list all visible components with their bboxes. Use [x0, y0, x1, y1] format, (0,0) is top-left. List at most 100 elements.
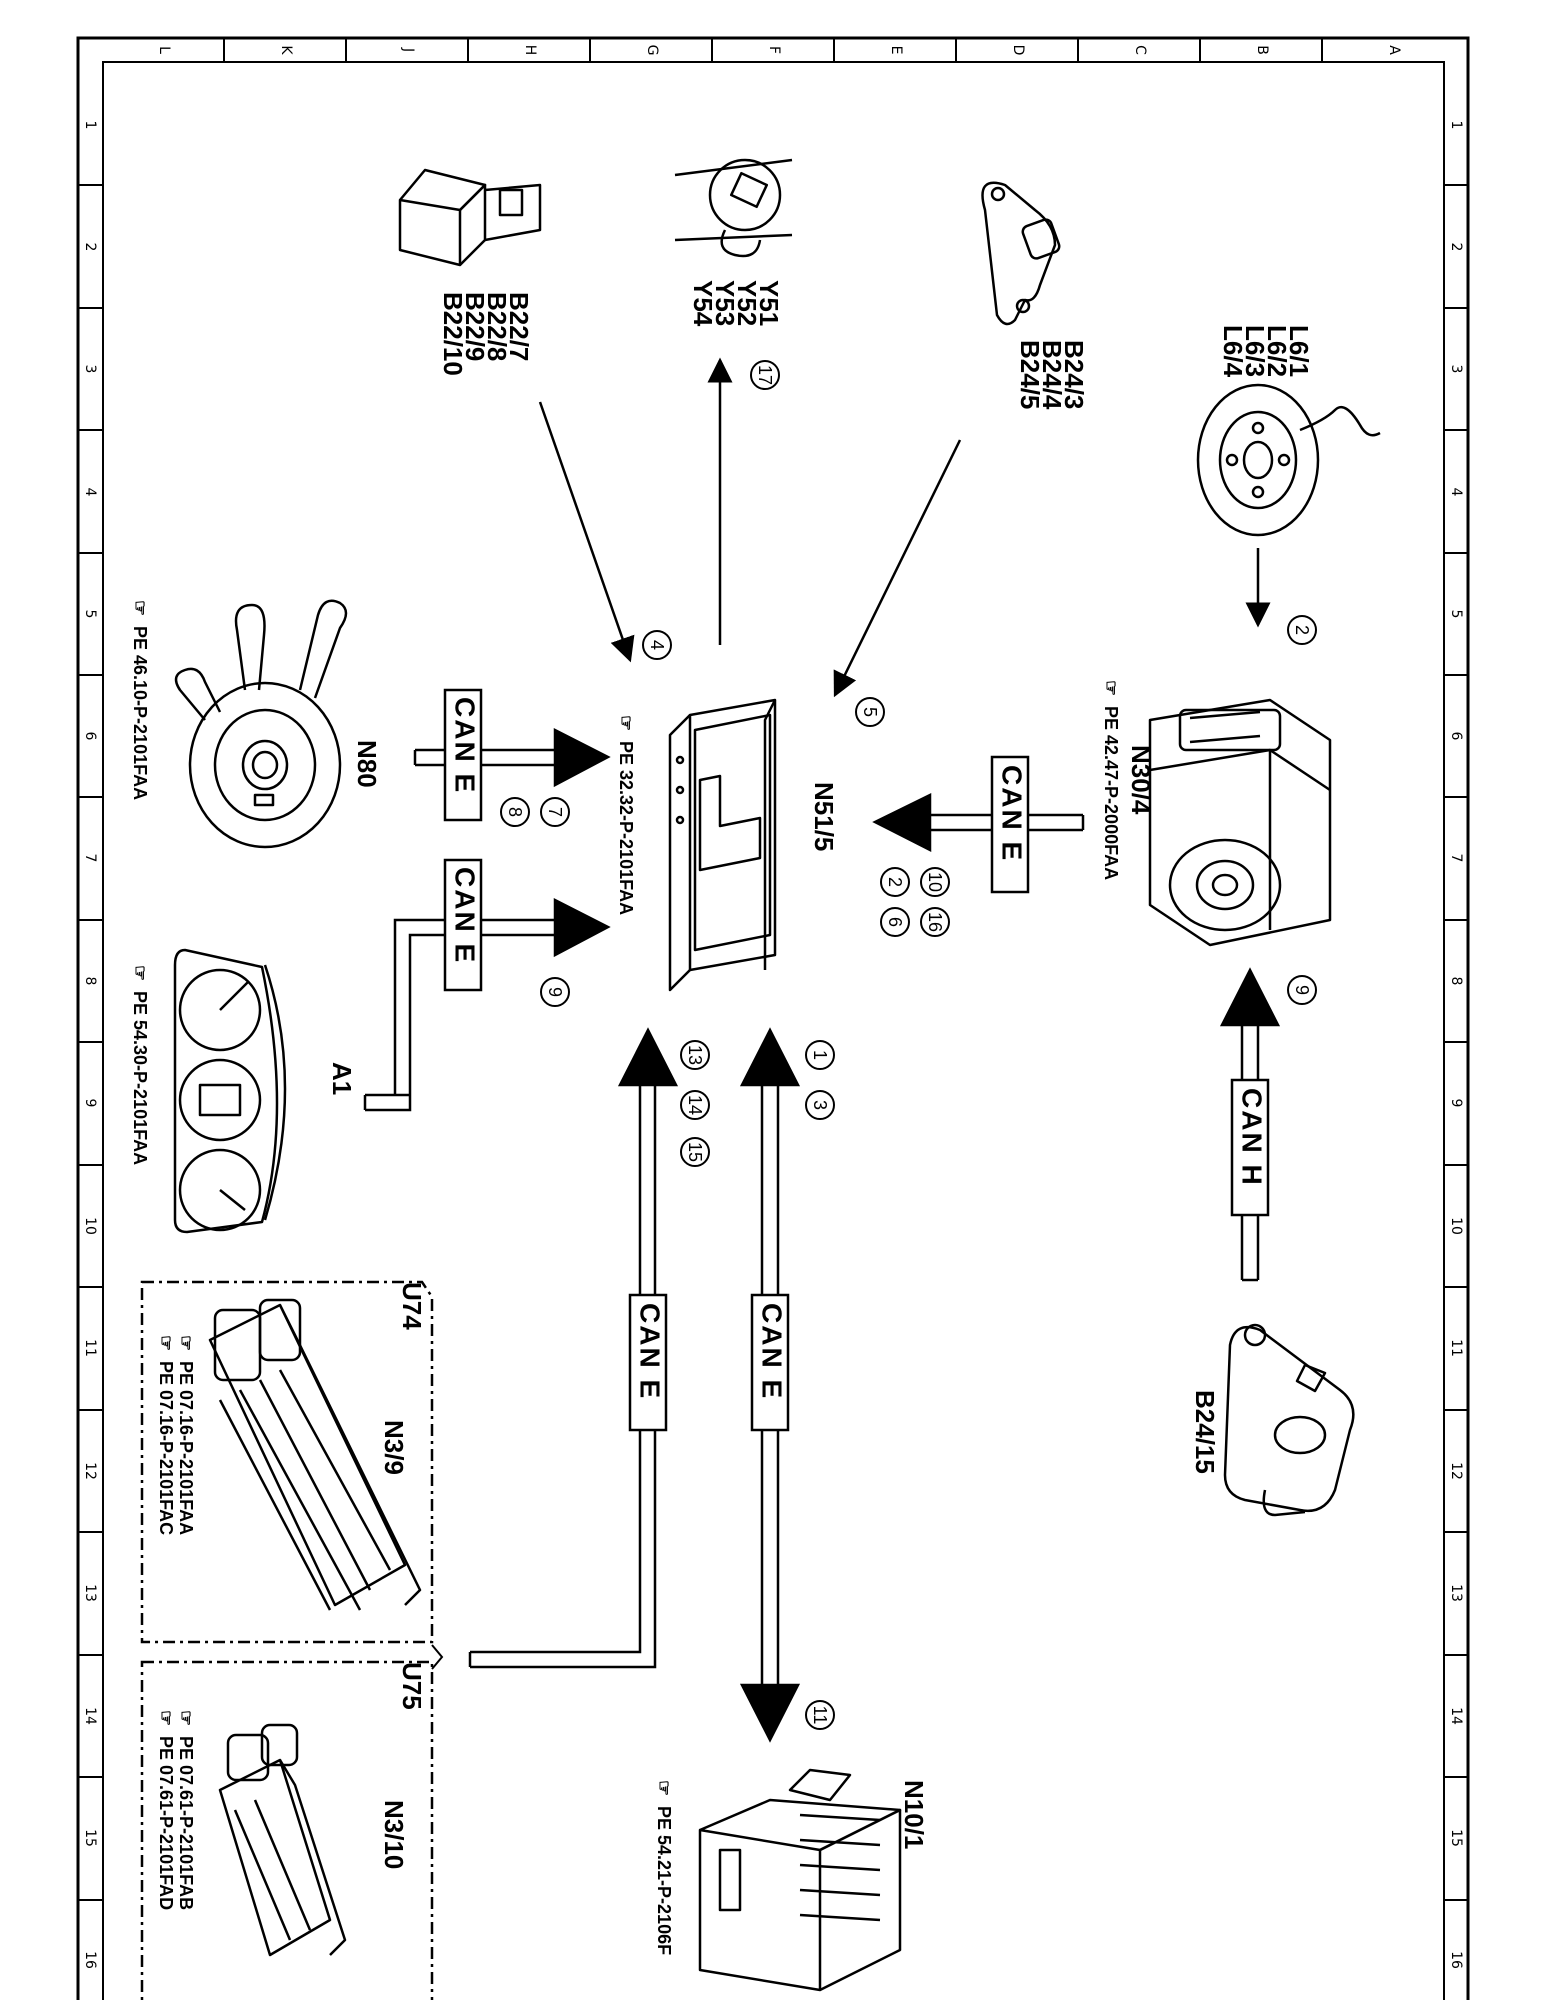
callout-7: 7	[545, 807, 565, 817]
row-5-right: 5	[1448, 610, 1464, 619]
row-numbers-right: 1 2 3 4 5 6 7 8 9 10 11 12 13 14 15 16	[1448, 121, 1464, 1969]
row-14-right: 14	[1448, 1707, 1464, 1725]
label-n3-9: N3/9	[379, 1420, 409, 1475]
ref-a1: ☞ PE 54.30-P-2101FAA	[130, 965, 150, 1165]
row-11-right: 11	[1448, 1339, 1464, 1357]
instrument-cluster-drawing	[173, 948, 287, 1234]
wheel-speed-sensor-drawing	[1196, 383, 1381, 537]
col-B: B	[1254, 45, 1270, 55]
row-13-left: 13	[82, 1584, 98, 1602]
book-icon: ☞	[130, 965, 150, 981]
label-n30-4: N30/4	[1126, 745, 1156, 815]
row-8-left: 8	[82, 977, 98, 986]
row-2-right: 2	[1448, 243, 1464, 252]
solenoid-valve-drawing	[674, 158, 793, 258]
can-label-n10-to-n51: CAN E	[757, 1303, 788, 1400]
callout-10: 10	[925, 872, 945, 892]
can-bus-n3-to-n51	[468, 1027, 679, 1669]
ref-a1-text: PE 54.30-P-2101FAA	[130, 991, 150, 1165]
col-E: E	[888, 46, 904, 55]
callout-2-mid: 2	[885, 877, 905, 887]
can-bus-n30-to-n51	[872, 792, 1085, 853]
label-y54: Y54	[688, 280, 718, 327]
engine-control-unit-n3-9-drawing	[208, 1298, 422, 1611]
ref-n80-text: PE 46.10-P-2101FAA	[130, 626, 150, 800]
callout-17: 17	[755, 365, 775, 385]
arrow-b24-to-n51	[833, 439, 962, 698]
col-L: L	[156, 46, 172, 54]
label-y52: Y52	[732, 280, 762, 326]
u75-dashed-box	[140, 1660, 434, 2000]
position-sensor-drawing	[398, 168, 542, 267]
callout-6: 6	[885, 917, 905, 927]
book-icon: ☞	[156, 1335, 176, 1351]
ref-n3-10-a: ☞ PE 07.61-P-2101FAB	[176, 1710, 196, 1910]
row-4-left: 4	[82, 488, 98, 497]
ref-n3-10-b: ☞ PE 07.61-P-2101FAD	[156, 1710, 176, 1910]
callout-3: 3	[810, 1100, 830, 1110]
row-10-left: 10	[82, 1217, 98, 1235]
ref-n10-1-text: PE 54.21-P-2106F	[654, 1806, 674, 1955]
label-b24-3: B24/3	[1059, 340, 1089, 409]
steering-column-module-drawing	[174, 599, 348, 849]
yaw-rate-sensor-b24-15-drawing	[1223, 1323, 1355, 1517]
sam-control-unit-drawing	[698, 1768, 902, 1992]
col-H: H	[522, 45, 538, 56]
callout-14: 14	[685, 1095, 705, 1115]
row-ruler-ticks	[78, 184, 1468, 1901]
label-a1: A1	[327, 1062, 357, 1095]
label-l6-2: L6/2	[1262, 325, 1292, 377]
callout-9-a1: 9	[545, 987, 565, 997]
label-b24-4: B24/4	[1037, 340, 1067, 410]
label-y51: Y51	[754, 280, 784, 326]
ref-n10-1: ☞ PE 54.21-P-2106F	[654, 1780, 674, 1955]
book-icon: ☞	[130, 600, 150, 616]
label-l6-4: L6/4	[1218, 325, 1248, 378]
row-7-left: 7	[82, 854, 98, 863]
callout-4: 4	[647, 640, 667, 650]
row-16-left: 16	[82, 1951, 98, 1969]
row-9-right: 9	[1448, 1099, 1464, 1108]
ref-n51-5-text: PE 32.32-P-2101FAA	[616, 741, 636, 915]
ref-n3-9-b-text: PE 07.16-P-2101FAC	[156, 1361, 176, 1535]
column-letters: L K J H G F E D C B A	[156, 45, 1402, 56]
row-10-right: 10	[1448, 1217, 1464, 1235]
book-icon: ☞	[1101, 680, 1121, 696]
can-bus-n80-to-n51	[413, 727, 611, 788]
ref-n3-10-a-text: PE 07.61-P-2101FAB	[176, 1736, 196, 1910]
label-l6-3: L6/3	[1240, 325, 1270, 377]
u74-u75-bracket	[431, 1644, 444, 1670]
label-n10-1: N10/1	[899, 1780, 929, 1849]
label-n51-5: N51/5	[809, 782, 839, 851]
row-3-left: 3	[82, 365, 98, 374]
col-A: A	[1386, 45, 1402, 55]
airmatic-control-unit-drawing	[668, 698, 777, 992]
book-icon: ☞	[176, 1335, 196, 1351]
label-y53: Y53	[710, 280, 740, 326]
callout-13: 13	[685, 1045, 705, 1065]
label-l6-1: L6/1	[1284, 325, 1314, 377]
can-label-boxes	[443, 688, 1270, 1432]
ref-n80: ☞ PE 46.10-P-2101FAA	[130, 600, 150, 800]
row-16-right: 16	[1448, 1951, 1464, 1969]
col-G: G	[644, 45, 660, 56]
row-numbers-left: 1 2 3 4 5 6 7 8 9 10 11 12 13 14 15 16	[82, 121, 98, 1969]
row-15-left: 15	[82, 1829, 98, 1847]
label-n3-10: N3/10	[379, 1800, 409, 1869]
row-12-right: 12	[1448, 1462, 1464, 1480]
can-label-n80-to-n51: CAN E	[450, 697, 481, 794]
row-12-left: 12	[82, 1462, 98, 1480]
col-K: K	[278, 45, 294, 55]
arrow-b22-to-n51	[538, 401, 635, 663]
row-9-left: 9	[82, 1099, 98, 1108]
can-label-n30-to-n51: CAN E	[997, 765, 1028, 862]
can-label-a1-to-n51: CAN E	[450, 867, 481, 964]
callout-15: 15	[685, 1142, 705, 1162]
label-u74: U74	[397, 1282, 427, 1330]
book-icon: ☞	[654, 1780, 674, 1796]
ref-n3-9-b: ☞ PE 07.16-P-2101FAC	[156, 1335, 176, 1535]
label-n80: N80	[352, 740, 382, 788]
callout-16: 16	[925, 912, 945, 932]
callout-8: 8	[505, 807, 525, 817]
